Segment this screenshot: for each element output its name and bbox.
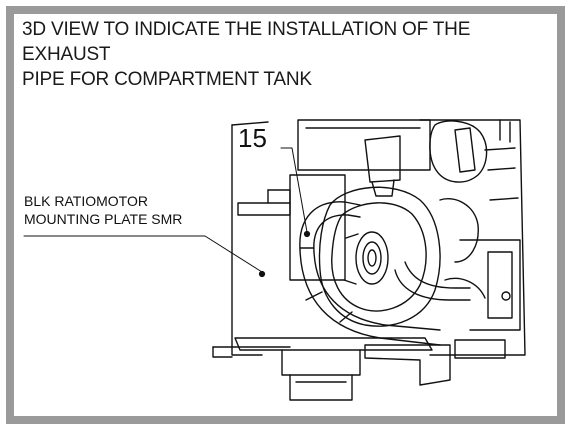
label-line-2: MOUNTING PLATE SMR: [24, 211, 183, 227]
mounting-plate: [212, 121, 291, 358]
leader-mounting-plate: [23, 235, 263, 273]
title-line-1: 3D VIEW TO INDICATE THE INSTALLATION OF …: [22, 19, 471, 65]
title-line-2: PIPE FOR COMPARTMENT TANK: [22, 69, 312, 90]
leader-15: [280, 147, 308, 233]
leader-dot-plate: [258, 270, 266, 278]
leader-dot-15: [303, 230, 311, 238]
ratiomotor-body: [318, 186, 441, 327]
lower-bracket: [234, 337, 506, 401]
upper-housing: [289, 119, 431, 281]
mounting-plate-label: BLK RATIOMOTOR MOUNTING PLATE SMR: [24, 192, 182, 228]
exhaust-pipe: [299, 201, 471, 346]
valve-assembly: [419, 119, 526, 356]
left-bracket: [237, 189, 291, 216]
figure-title: 3D VIEW TO INDICATE THE INSTALLATION OF …: [22, 17, 542, 92]
leader-lines: [23, 147, 308, 273]
callout-number-15: 15: [238, 123, 267, 153]
label-line-1: BLK RATIOMOTOR: [24, 193, 148, 209]
